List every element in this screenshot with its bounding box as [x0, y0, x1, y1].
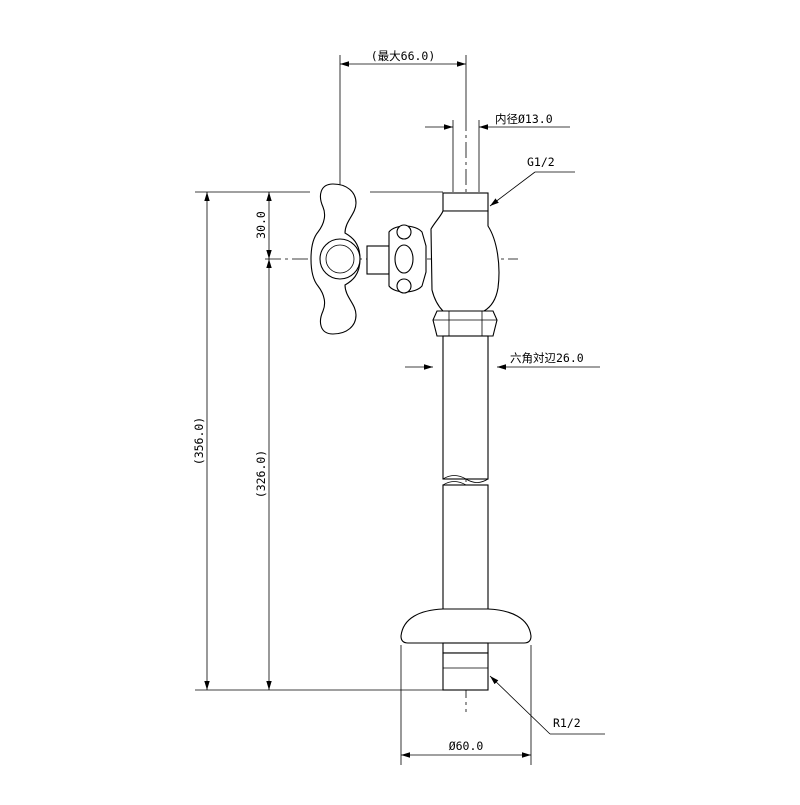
valve-housing	[430, 210, 500, 312]
flange-neck	[442, 642, 489, 654]
label-max-width: (最大66.0)	[371, 49, 436, 63]
leader-bottom-thread	[489, 675, 551, 735]
bonnet-lobe-top	[396, 224, 412, 240]
handle-hub-inner	[325, 244, 355, 274]
pipe-break-upper	[442, 475, 489, 483]
label-handle-offset: 30.0	[254, 211, 268, 239]
wall-flange	[400, 608, 532, 691]
flange-dome	[400, 608, 532, 644]
dimension-lines	[204, 61, 605, 758]
leader-top-thread	[489, 171, 536, 207]
label-bottom-thread: R1/2	[553, 716, 581, 730]
pipe-lower	[442, 484, 489, 612]
bonnet-lobe-bottom	[396, 278, 412, 294]
label-total-height: (356.0)	[192, 417, 206, 465]
pipe-upper	[442, 335, 489, 480]
hex-nut	[432, 310, 498, 337]
dimension-labels: (最大66.0) 内径Ø13.0 G1/2 30.0 六角対辺26.0 (356…	[192, 49, 584, 753]
label-body-height: (326.0)	[254, 450, 268, 498]
bottom-thread-fitting	[442, 652, 489, 691]
label-hex-across-flats: 六角対辺26.0	[510, 351, 584, 365]
pipe	[442, 335, 489, 612]
bonnet-center	[394, 244, 414, 274]
label-flange-diameter: Ø60.0	[449, 739, 484, 753]
top-thread-fitting	[442, 192, 489, 212]
label-inner-diameter: 内径Ø13.0	[495, 112, 553, 126]
valve-handle[interactable]	[310, 183, 427, 335]
handle-stem	[366, 245, 390, 275]
label-top-thread: G1/2	[527, 155, 555, 169]
valve-body	[430, 192, 500, 337]
extension-lines	[195, 55, 532, 765]
